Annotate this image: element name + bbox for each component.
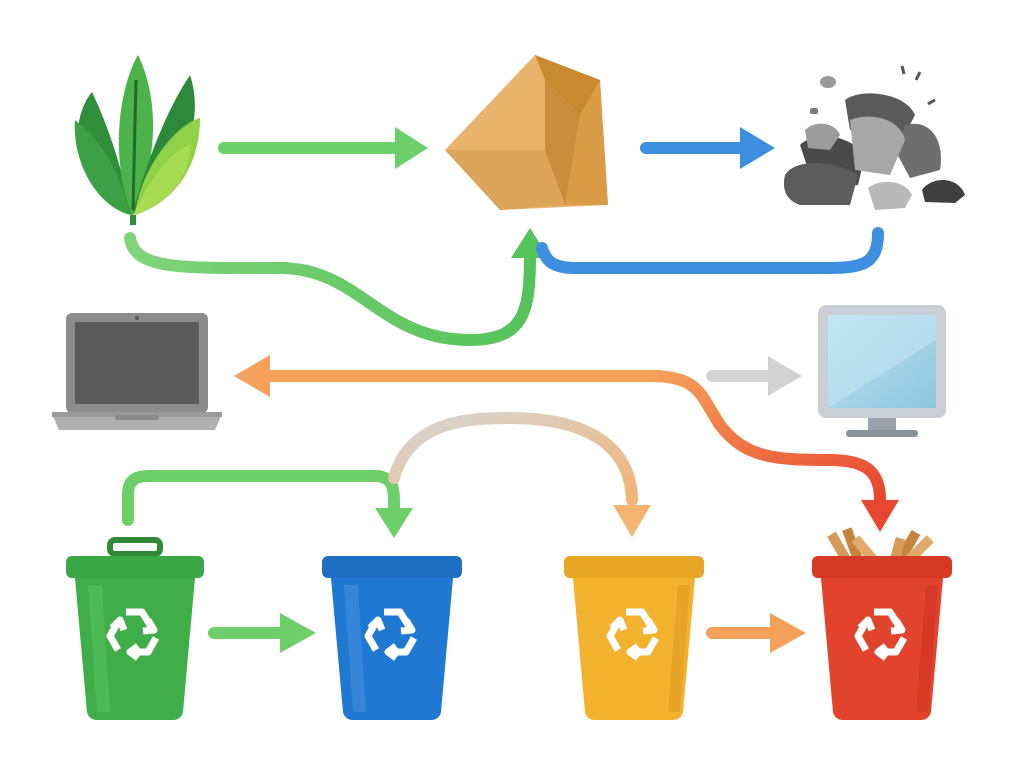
recycle-symbol-icon xyxy=(606,608,660,661)
red-recycle-bin-icon xyxy=(812,527,952,720)
arrow-blue-bin-to-yellow-bin-arc xyxy=(388,412,651,537)
arrow-laptop-to-monitor xyxy=(706,356,802,396)
connectors xyxy=(122,127,899,653)
arrow-green-bin-to-blue-bin xyxy=(208,613,316,653)
blue-recycle-bin-icon xyxy=(322,556,462,720)
arrow-yellow-bin-to-red-bin xyxy=(706,613,806,653)
arrow-green-bin-to-blue-bin-arc xyxy=(122,470,413,538)
leaf-cluster-icon xyxy=(74,55,200,225)
arrow-cardboard-to-rocks xyxy=(640,127,775,169)
monitor-icon xyxy=(818,305,946,437)
laptop-icon xyxy=(52,313,222,430)
cardboard-box-icon xyxy=(445,55,608,210)
yellow-recycle-bin-icon xyxy=(564,556,704,720)
recycle-symbol-icon xyxy=(854,608,908,661)
arrow-leaves-to-cardboard xyxy=(218,127,428,169)
arrow-rocks-curve-to-cardboard xyxy=(536,227,884,274)
arrow-monitor-to-laptop xyxy=(234,355,666,397)
rock-pile-icon xyxy=(783,65,965,210)
arrow-curve-to-red-bin xyxy=(644,370,899,532)
recycle-symbol-icon xyxy=(106,608,160,661)
green-recycle-bin-icon xyxy=(66,537,204,720)
recycle-symbol-icon xyxy=(364,608,418,661)
recycle-symbols xyxy=(106,608,908,661)
